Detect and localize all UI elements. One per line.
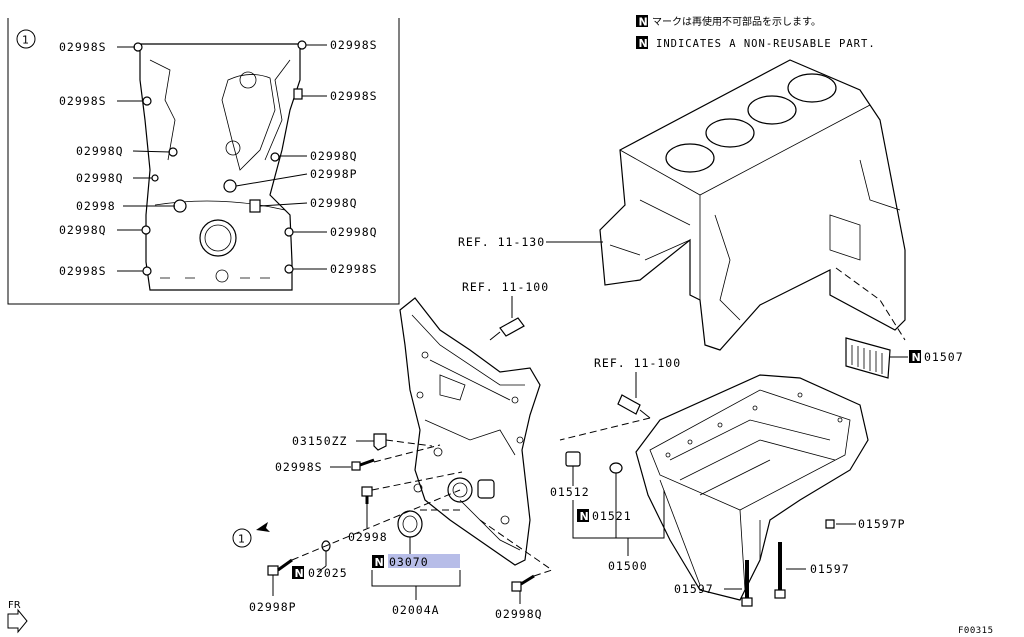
svg-text:1: 1 bbox=[238, 533, 245, 546]
inset-label-l4[interactable]: 02998Q bbox=[76, 171, 124, 185]
part-label-02004a[interactable]: 02004A bbox=[392, 603, 440, 617]
svg-text:FR: FR bbox=[8, 600, 21, 611]
inset-label-r5[interactable]: 02998Q bbox=[310, 196, 358, 210]
inset-label-l7[interactable]: 02998S bbox=[59, 264, 107, 278]
assembly-dashed-lines bbox=[291, 417, 651, 577]
inset-label-r3[interactable]: 02998Q bbox=[310, 149, 358, 163]
part-label-01521[interactable]: 01521 bbox=[592, 509, 632, 523]
bolt-02998p bbox=[267, 558, 293, 596]
svg-text:N: N bbox=[375, 556, 384, 569]
highlight-03070 bbox=[388, 554, 460, 568]
gasket-part bbox=[609, 462, 623, 500]
oil-seal-03070 bbox=[397, 510, 423, 554]
inset-label-l5[interactable]: 02998 bbox=[76, 199, 116, 213]
bolt-02998s bbox=[330, 458, 375, 471]
svg-text:N: N bbox=[580, 510, 589, 523]
bolt-02998q bbox=[511, 574, 535, 604]
svg-text:1: 1 bbox=[22, 34, 29, 47]
part-label-01507[interactable]: 01507 bbox=[924, 350, 964, 364]
part-label-01512[interactable]: 01512 bbox=[550, 485, 590, 499]
inset-timing-cover bbox=[133, 40, 307, 291]
bolt-01597p bbox=[825, 519, 856, 529]
callout-circle-inset: 1 bbox=[16, 29, 36, 49]
bolt-01597-b bbox=[774, 542, 806, 599]
note-jp: N マークは再使用不可部品を示します。 bbox=[636, 15, 821, 29]
inset-label-l1[interactable]: 02998S bbox=[59, 40, 107, 54]
part-label-02998p[interactable]: 02998P bbox=[249, 600, 297, 614]
svg-text:N: N bbox=[639, 37, 648, 50]
bracket-03150zz bbox=[356, 433, 387, 451]
callout-circle-main: 1 bbox=[232, 522, 270, 548]
inset-frame bbox=[7, 18, 400, 305]
bolt-02998 bbox=[361, 486, 373, 528]
svg-text:マークは再使用不可部品を示します。: マークは再使用不可部品を示します。 bbox=[652, 15, 821, 28]
ref-block-label[interactable]: REF. 11-130 bbox=[458, 235, 545, 249]
svg-text:N: N bbox=[912, 351, 921, 364]
part-label-02025[interactable]: 02025 bbox=[308, 566, 348, 580]
inset-leaders bbox=[117, 44, 327, 272]
drain-plug-part bbox=[565, 451, 581, 486]
svg-text:N: N bbox=[295, 567, 304, 580]
engine-block-drawing bbox=[599, 59, 906, 351]
oil-pan-drawing bbox=[635, 374, 869, 601]
note-en: N INDICATES A NON-REUSABLE PART. bbox=[636, 36, 876, 50]
inset-label-r1[interactable]: 02998S bbox=[330, 38, 378, 52]
sealant-tube-1 bbox=[489, 296, 525, 341]
part-label-02998s[interactable]: 02998S bbox=[275, 460, 323, 474]
ref-sealant-1-label[interactable]: REF. 11-100 bbox=[462, 280, 549, 294]
part-label-02998q[interactable]: 02998Q bbox=[495, 607, 543, 621]
part-label-01500[interactable]: 01500 bbox=[608, 559, 648, 573]
inset-label-r4[interactable]: 02998P bbox=[310, 167, 358, 181]
inset-label-l2[interactable]: 02998S bbox=[59, 94, 107, 108]
part-label-03070[interactable]: 03070 bbox=[389, 555, 429, 569]
inset-label-r2[interactable]: 02998S bbox=[330, 89, 378, 103]
oil-strainer-part bbox=[845, 337, 891, 379]
part-label-02998[interactable]: 02998 bbox=[348, 530, 388, 544]
part-label-01597p[interactable]: 01597P bbox=[858, 517, 906, 531]
bolt-01597-a bbox=[724, 560, 753, 607]
figure-code: F00315 bbox=[958, 626, 994, 636]
sealant-tube-2 bbox=[617, 372, 651, 419]
inset-label-l3[interactable]: 02998Q bbox=[76, 144, 124, 158]
bracket-02004a bbox=[371, 570, 461, 587]
inset-label-r6[interactable]: 02998Q bbox=[330, 225, 378, 239]
inset-label-r7[interactable]: 02998S bbox=[330, 262, 378, 276]
svg-text:INDICATES A NON-REUSABLE PART.: INDICATES A NON-REUSABLE PART. bbox=[656, 38, 876, 50]
front-direction-arrow: FR bbox=[7, 600, 28, 634]
svg-text:N: N bbox=[639, 16, 648, 29]
part-label-01597-b[interactable]: 01597 bbox=[810, 562, 850, 576]
part-label-03150zz[interactable]: 03150ZZ bbox=[292, 434, 347, 448]
inset-label-l6[interactable]: 02998Q bbox=[59, 223, 107, 237]
timing-chain-cover bbox=[399, 297, 541, 566]
ref-sealant-2-label[interactable]: REF. 11-100 bbox=[594, 356, 681, 370]
oil-pan-bracket bbox=[572, 490, 665, 556]
part-label-01597-a[interactable]: 01597 bbox=[674, 582, 714, 596]
